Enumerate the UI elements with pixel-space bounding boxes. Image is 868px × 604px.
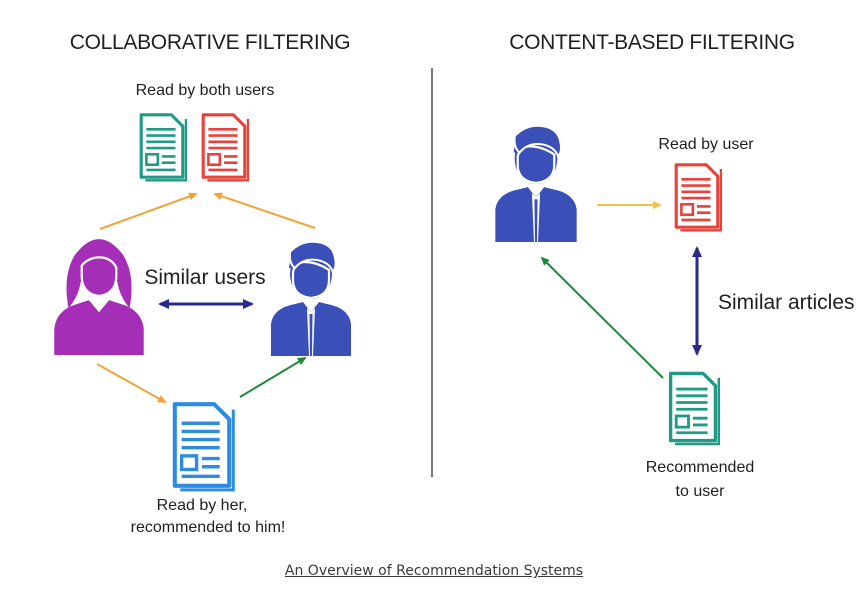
woman-user-icon bbox=[53, 237, 145, 357]
document-icon bbox=[201, 113, 250, 182]
document-icon bbox=[175, 404, 233, 490]
man-user-icon bbox=[269, 240, 353, 358]
read-by-user-label: Read by user bbox=[658, 136, 754, 153]
arrow-recommended-doc-to-user bbox=[540, 256, 664, 379]
similar-articles-label: Similar articles bbox=[718, 291, 855, 314]
read-by-both-users-label: Read by both users bbox=[136, 82, 275, 99]
arrow-woman-to-her-doc bbox=[96, 363, 167, 403]
arrow-her-doc-to-man bbox=[239, 356, 307, 398]
arrow-man-to-shared-docs bbox=[213, 192, 316, 229]
document-icon bbox=[674, 163, 723, 232]
similar-users-label: Similar users bbox=[144, 266, 265, 289]
collaborative-filtering-title: COLLABORATIVE FILTERING bbox=[70, 31, 351, 54]
recommended-label-line2: to user bbox=[676, 483, 726, 500]
content-based-filtering-title: CONTENT-BASED FILTERING bbox=[509, 31, 795, 54]
read-by-her-label-line2: recommended to him! bbox=[131, 519, 286, 536]
read-by-her-label-line1: Read by her, bbox=[157, 497, 248, 514]
document-icon bbox=[136, 110, 188, 182]
figure-caption-link[interactable]: An Overview of Recommendation Systems bbox=[284, 563, 584, 579]
arrow-woman-to-shared-docs bbox=[99, 192, 198, 230]
recommended-label-line1: Recommended bbox=[646, 459, 755, 476]
document-icon bbox=[665, 368, 721, 446]
man-user-icon bbox=[494, 124, 578, 244]
